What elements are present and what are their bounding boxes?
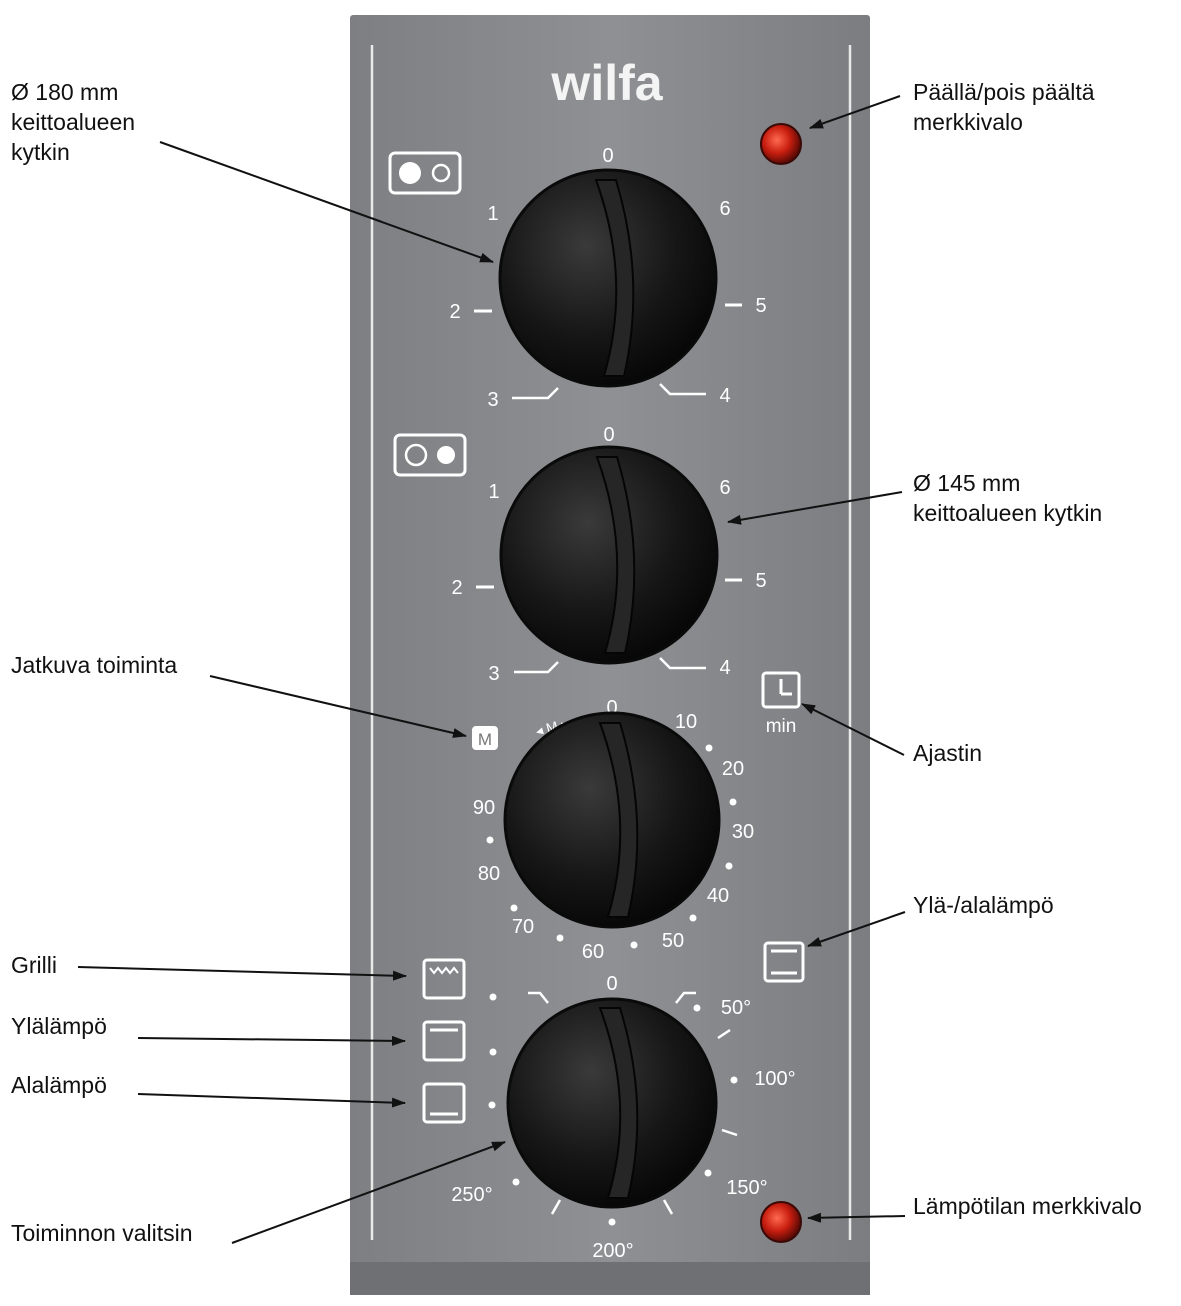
grill-dot: [489, 993, 497, 1001]
grill-icon: [422, 958, 466, 1000]
leader-top-heat: [137, 1035, 406, 1046]
dial1-label-4: 4: [719, 385, 730, 407]
timer-knob[interactable]: [503, 711, 721, 929]
temperature-indicator-light: [760, 1201, 802, 1243]
leader-function-selector: [231, 1141, 506, 1244]
callout-top-bottom-heat: Ylä-/alalämpö: [913, 892, 1054, 918]
dial1-label-1: 1: [487, 203, 498, 225]
function-selector-knob[interactable]: [506, 997, 718, 1209]
callout-continuous: Jatkuva toiminta: [11, 652, 178, 678]
panel-bottom-strip: [350, 1262, 870, 1295]
dial3-label-60: 60: [582, 941, 604, 963]
svg-text:min: min: [766, 716, 797, 737]
callout-large-zone-switch: Ø 180 mm keittoalueen kytkin: [11, 79, 136, 165]
callout-top-heat: Ylälämpö: [11, 1013, 107, 1039]
dial2-label-2: 2: [451, 577, 462, 599]
callout-bottom-heat: Alalämpö: [11, 1072, 107, 1098]
leader-timer: [801, 703, 905, 756]
callout-function-selector: Toiminnon valitsin: [11, 1220, 193, 1246]
leader-small-zone: [727, 491, 903, 525]
dial3-label-30: 30: [732, 821, 754, 843]
dial3-label-40: 40: [707, 885, 729, 907]
dial4-label-250: 250°: [451, 1184, 492, 1206]
leader-temp-light: [807, 1212, 906, 1223]
top-heat-dot: [489, 1048, 497, 1056]
dial4-label-50: 50°: [721, 997, 751, 1019]
large-zone-dial-scale: 0 1 2 3 4 5 6: [449, 145, 766, 411]
dial3-label-0: 0: [606, 697, 617, 719]
dial1-label-2: 2: [449, 301, 460, 323]
manual-mode-icon: M: [472, 726, 498, 750]
dial1-label-6: 6: [719, 198, 730, 220]
callout-small-zone-switch: Ø 145 mm keittoalueen kytkin: [913, 470, 1103, 526]
power-indicator-light: [760, 123, 802, 165]
bottom-heat-dot: [488, 1101, 496, 1109]
small-zone-icon: [393, 433, 467, 477]
dial4-label-150: 150°: [726, 1177, 767, 1199]
callout-timer: Ajastin: [913, 740, 983, 766]
dial3-label-70: 70: [512, 916, 534, 938]
dial3-label-10: 10: [675, 711, 697, 733]
large-zone-knob[interactable]: [498, 168, 718, 388]
dial2-label-5: 5: [755, 570, 766, 592]
leader-power-light: [809, 95, 901, 129]
dial2-label-6: 6: [719, 477, 730, 499]
dial3-label-90: 90: [473, 797, 495, 819]
dial4-label-100: 100°: [754, 1068, 795, 1090]
small-zone-dial-scale: 0 1 2 3 4 5 6: [451, 424, 766, 685]
function-dial-scale: 0 50° 100° 150° 200° 250°: [451, 973, 795, 1262]
dial1-label-3: 3: [487, 389, 498, 411]
large-zone-icon: [388, 151, 462, 195]
svg-text:M: M: [478, 730, 492, 749]
top-bottom-heat-icon: [763, 941, 805, 983]
small-zone-knob[interactable]: [499, 445, 719, 665]
callout-temp-light: Lämpötilan merkkivalo: [913, 1193, 1142, 1219]
bottom-heat-icon: [422, 1082, 466, 1124]
callout-power-light: Päällä/pois päältä merkkivalo: [913, 79, 1095, 135]
dial1-label-0: 0: [602, 145, 613, 167]
dial4-label-200: 200°: [592, 1240, 633, 1262]
callout-leaders: [77, 95, 906, 1244]
dial3-label-50: 50: [662, 930, 684, 952]
top-heat-icon: [422, 1020, 466, 1062]
brand-logo: wilfa: [550, 55, 663, 111]
dial2-label-1: 1: [488, 481, 499, 503]
dial2-label-4: 4: [719, 657, 730, 679]
dial2-label-0: 0: [603, 424, 614, 446]
dial1-label-5: 5: [755, 295, 766, 317]
callout-grill: Grilli: [11, 952, 57, 978]
dial3-label-20: 20: [722, 758, 744, 780]
dial3-label-80: 80: [478, 863, 500, 885]
dial2-label-3: 3: [488, 663, 499, 685]
timer-icon: min: [761, 671, 801, 737]
leader-top-bottom-heat: [807, 911, 906, 947]
leader-grill: [77, 966, 407, 981]
leader-bottom-heat: [137, 1093, 406, 1108]
leader-large-zone: [159, 141, 494, 263]
leader-continuous: [209, 675, 467, 738]
dial4-label-0: 0: [606, 973, 617, 995]
